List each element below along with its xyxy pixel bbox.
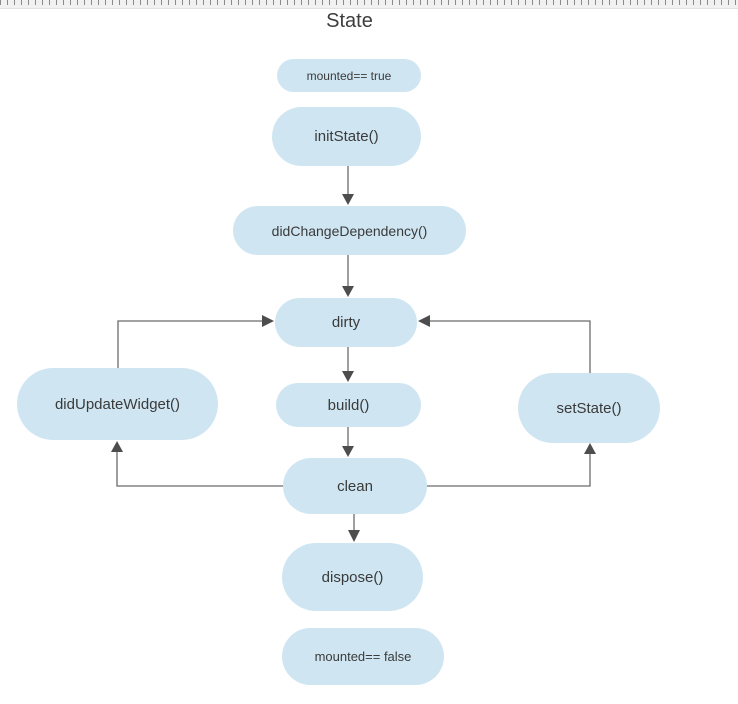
node-didchangedependency[interactable]: didChangeDependency() [233, 206, 466, 255]
diagram-title: State [326, 10, 373, 32]
node-mounted-false[interactable]: mounted== false [282, 628, 444, 685]
node-initstate[interactable]: initState() [272, 107, 421, 166]
node-clean[interactable]: clean [283, 458, 427, 514]
edge-build-clean [342, 427, 354, 457]
edge-didupdatewidget-dirty [117, 315, 274, 368]
node-mounted-true[interactable]: mounted== true [277, 59, 421, 92]
node-dispose[interactable]: dispose() [282, 543, 423, 611]
edge-initstate-didchangedependency [342, 166, 354, 205]
node-didupdatewidget[interactable]: didUpdateWidget() [17, 368, 218, 440]
edge-clean-dispose [348, 514, 360, 542]
ruler-strip [0, 0, 738, 9]
node-setstate[interactable]: setState() [518, 373, 660, 443]
edge-setstate-dirty [418, 315, 591, 373]
edge-dirty-build [342, 347, 354, 382]
node-build[interactable]: build() [276, 383, 421, 427]
node-dirty[interactable]: dirty [275, 298, 417, 347]
edge-didchangedependency-dirty [342, 255, 354, 297]
edge-clean-setstate [427, 443, 596, 487]
edge-clean-didupdatewidget [111, 441, 283, 487]
